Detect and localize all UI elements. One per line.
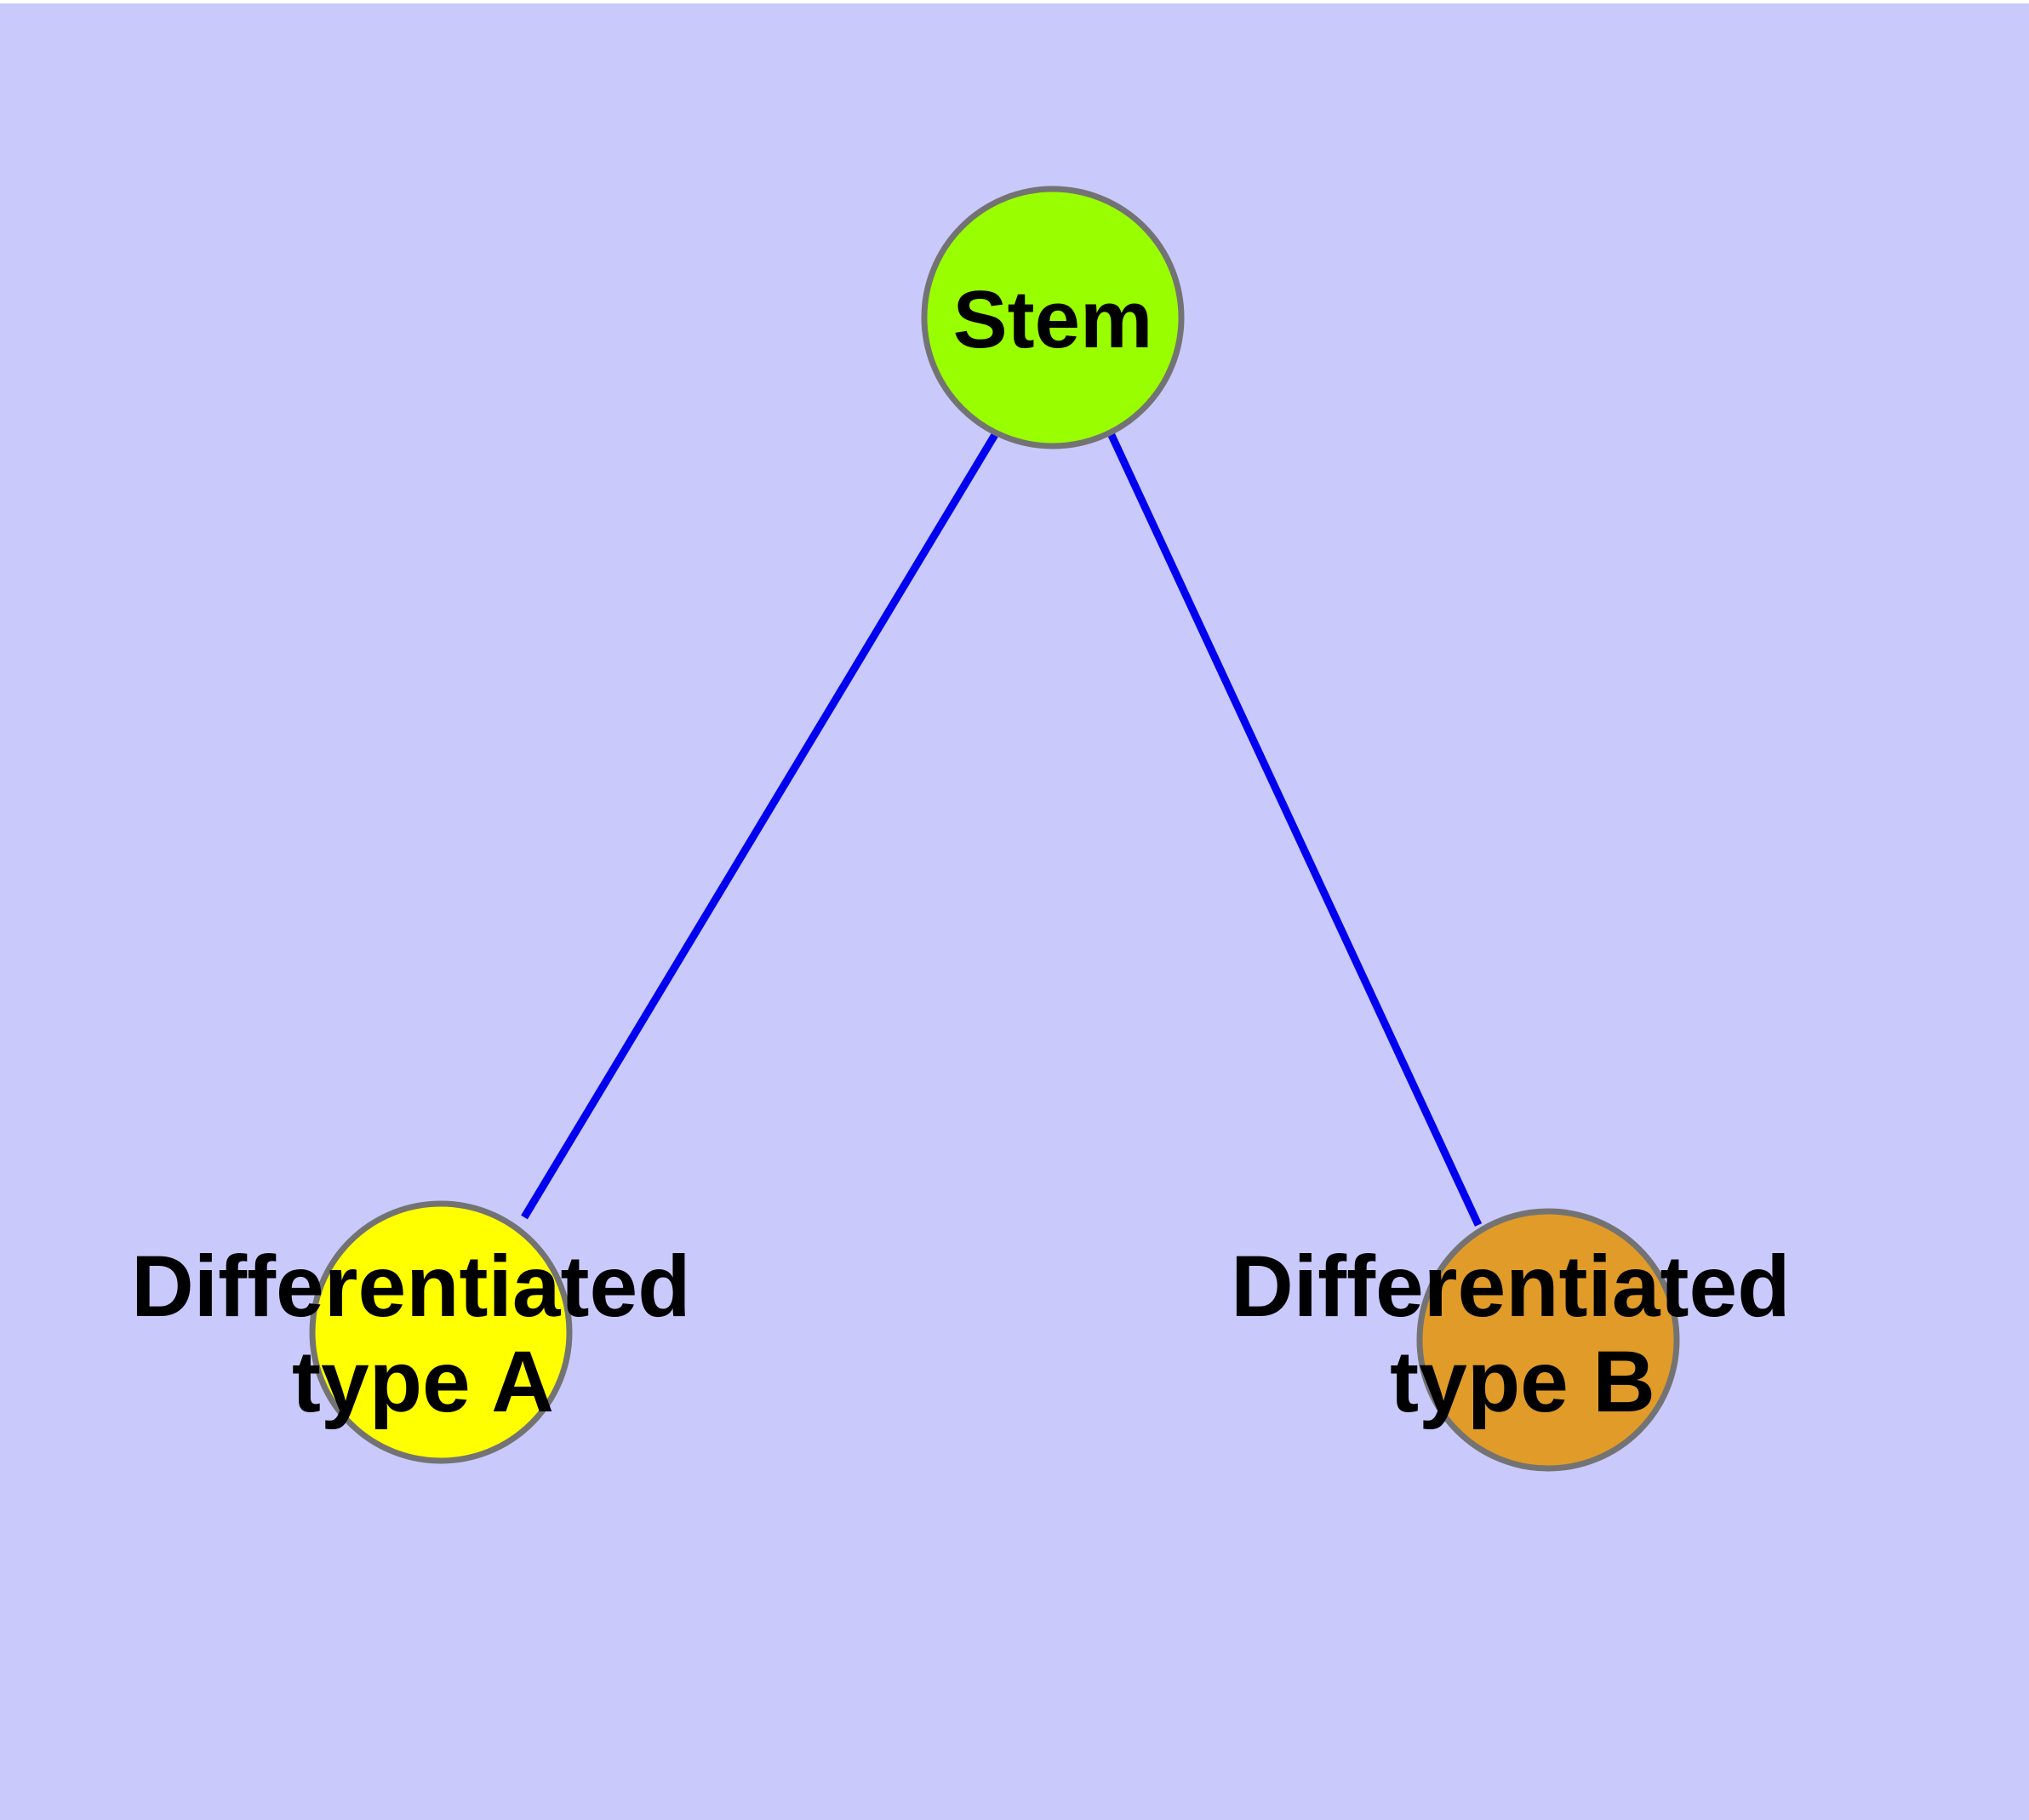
node-stem-label: Stem — [953, 274, 1153, 365]
node-differentiated-type-b-circle[interactable] — [1416, 1208, 1680, 1472]
node-differentiated-type-a-label-line-1: Differentiated — [131, 1238, 690, 1335]
node-differentiated-type-a-label: Differentiated type A — [131, 1238, 715, 1430]
edge-stem-to-type-a[interactable] — [521, 431, 999, 1220]
edge-layer — [521, 431, 1483, 1227]
node-differentiated-type-b-label: Differentiated type B — [1231, 1238, 1815, 1430]
node-differentiated-type-a[interactable]: Differentiated type A — [131, 1200, 715, 1464]
node-stem-circle[interactable] — [921, 186, 1185, 449]
node-differentiated-type-a-circle[interactable] — [309, 1200, 573, 1464]
node-stem-label-line-1: Stem — [953, 274, 1153, 365]
node-layer: Stem Differentiated type A Differentiate… — [131, 186, 1815, 1472]
node-differentiated-type-b[interactable]: Differentiated type B — [1231, 1208, 1815, 1472]
node-differentiated-type-b-label-line-2: type B — [1390, 1333, 1655, 1430]
edge-stem-to-type-b[interactable] — [1106, 432, 1483, 1227]
node-differentiated-type-a-label-line-2: type A — [292, 1333, 554, 1430]
node-differentiated-type-b-label-line-1: Differentiated — [1231, 1238, 1790, 1335]
node-stem[interactable]: Stem — [921, 186, 1185, 449]
